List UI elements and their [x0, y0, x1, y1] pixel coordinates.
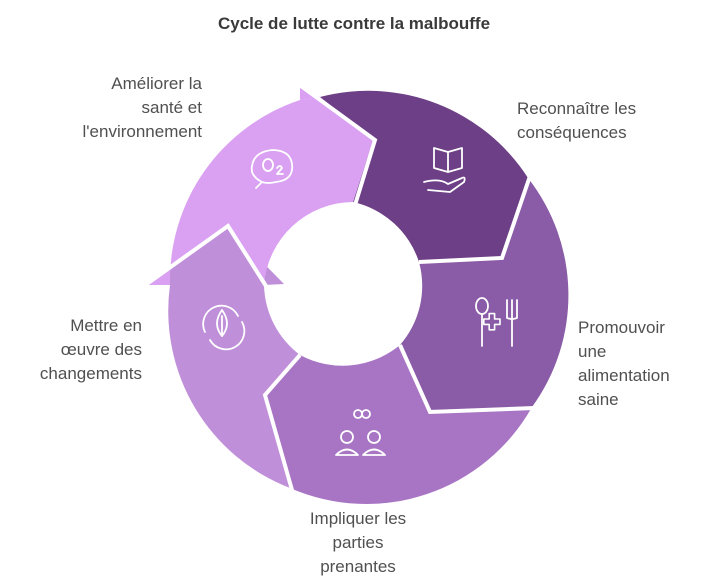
label-line: Promouvoir: [578, 318, 665, 337]
segment-promote-healthy-food: [400, 178, 569, 410]
o2-bubble-icon: [250, 149, 294, 189]
label-improve-health: Améliorer la santé et l'environnement: [50, 72, 202, 144]
segment-involve-stakeholders: [265, 345, 532, 505]
segment-implement-changes: [146, 227, 300, 488]
label-line: parties: [332, 533, 384, 552]
label-line: santé et: [141, 98, 203, 117]
label-line: Améliorer la: [111, 74, 202, 93]
label-line: Mettre en: [70, 316, 142, 335]
label-line: Impliquer les: [309, 509, 407, 528]
fork-cross-knife-icon: [475, 297, 518, 347]
label-line: saine: [578, 390, 619, 409]
label-involve-stakeholders: Impliquer les parties prenantes: [280, 507, 436, 579]
segment-improve-health: [146, 97, 373, 285]
label-line: Reconnaître les: [517, 99, 637, 118]
label-line: une: [578, 342, 607, 361]
label-promote-healthy-food: Promouvoir une alimentation saine: [578, 316, 698, 412]
hand-book-icon: [423, 147, 466, 193]
label-line: conséquences: [517, 123, 627, 142]
label-line: œuvre des: [60, 340, 142, 359]
leaf-cycle-icon: [202, 304, 246, 351]
diagram-title: Cycle de lutte contre la malbouffe: [217, 14, 491, 33]
label-recognize-consequences: Reconnaître les conséquences: [517, 97, 687, 145]
segment-recognize-consequences: [320, 90, 528, 262]
label-line: l'environnement: [82, 122, 202, 141]
label-implement-changes: Mettre en œuvre des changements: [10, 314, 142, 386]
people-icon: [335, 409, 386, 456]
segment-separators: [142, 84, 535, 491]
label-line: changements: [39, 364, 142, 383]
label-line: alimentation: [578, 366, 670, 385]
label-line: prenantes: [320, 557, 396, 576]
